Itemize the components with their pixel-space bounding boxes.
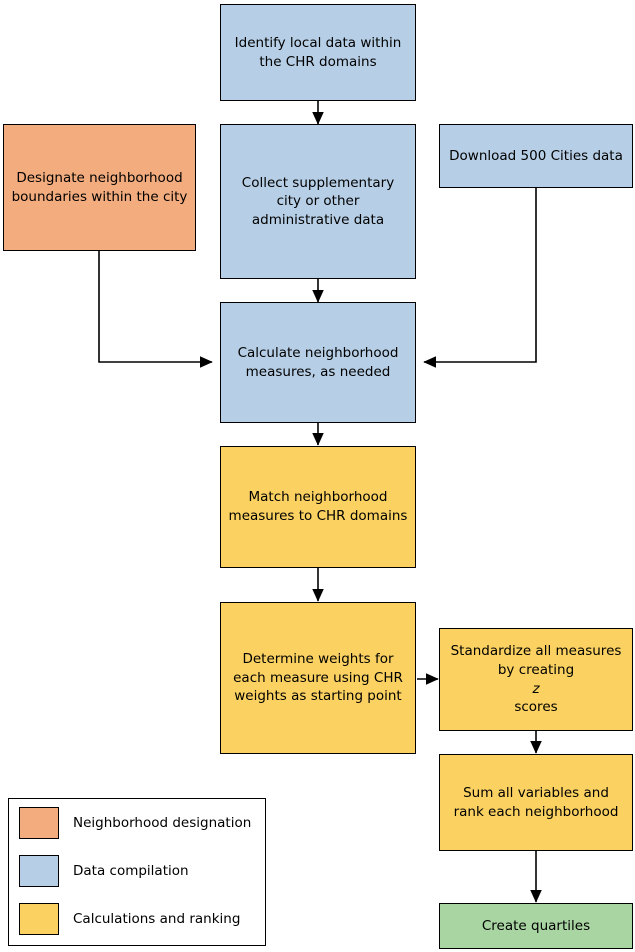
legend-label: Neighborhood designation xyxy=(73,815,252,831)
node-label: Designate neighborhood boundaries within… xyxy=(11,169,188,205)
legend-swatch-data-compilation xyxy=(19,855,59,887)
legend-item-data-compilation: Data compilation xyxy=(9,847,265,895)
node-label: Standardize all measures by creating z s… xyxy=(447,642,625,717)
standardize-text-part-3: scores xyxy=(514,699,558,716)
node-label: Download 500 Cities data xyxy=(449,147,623,164)
node-download-500-cities-data[interactable]: Download 500 Cities data xyxy=(439,124,633,188)
standardize-text-z: z xyxy=(532,680,540,697)
legend-label: Data compilation xyxy=(73,863,189,879)
node-label: Identify local data within the CHR domai… xyxy=(234,34,402,70)
node-label: Match neighborhood measures to CHR domai… xyxy=(228,489,408,524)
legend-item-calculations-and-ranking: Calculations and ranking xyxy=(9,895,265,943)
legend-label: Calculations and ranking xyxy=(73,911,241,927)
node-label: Create quartiles xyxy=(481,917,591,934)
node-label: Collect supplementary city or other admi… xyxy=(241,174,395,228)
node-sum-and-rank[interactable]: Sum all variables and rank each neighbor… xyxy=(439,754,633,851)
legend-swatch-neighborhood-designation xyxy=(19,807,59,839)
node-determine-weights[interactable]: Determine weights for each measure using… xyxy=(220,602,416,754)
node-label: Sum all variables and rank each neighbor… xyxy=(453,784,619,820)
node-calculate-neighborhood-measures[interactable]: Calculate neighborhood measures, as need… xyxy=(220,302,416,423)
legend-swatch-calculations-and-ranking xyxy=(19,903,59,935)
node-label: Determine weights for each measure using… xyxy=(233,651,403,705)
node-match-measures-to-chr-domains[interactable]: Match neighborhood measures to CHR domai… xyxy=(220,446,416,568)
legend-item-neighborhood-designation: Neighborhood designation xyxy=(9,799,265,847)
node-designate-neighborhood-boundaries[interactable]: Designate neighborhood boundaries within… xyxy=(3,124,196,251)
node-collect-supplementary-data[interactable]: Collect supplementary city or other admi… xyxy=(220,124,416,279)
standardize-text-part-1: Standardize all measures by creating xyxy=(450,643,622,678)
node-label: Calculate neighborhood measures, as need… xyxy=(237,344,399,380)
node-standardize-measures[interactable]: Standardize all measures by creating z s… xyxy=(439,628,633,731)
node-create-quartiles[interactable]: Create quartiles xyxy=(439,903,633,949)
legend: Neighborhood designation Data compilatio… xyxy=(8,798,266,946)
node-identify-local-data[interactable]: Identify local data within the CHR domai… xyxy=(220,4,416,101)
